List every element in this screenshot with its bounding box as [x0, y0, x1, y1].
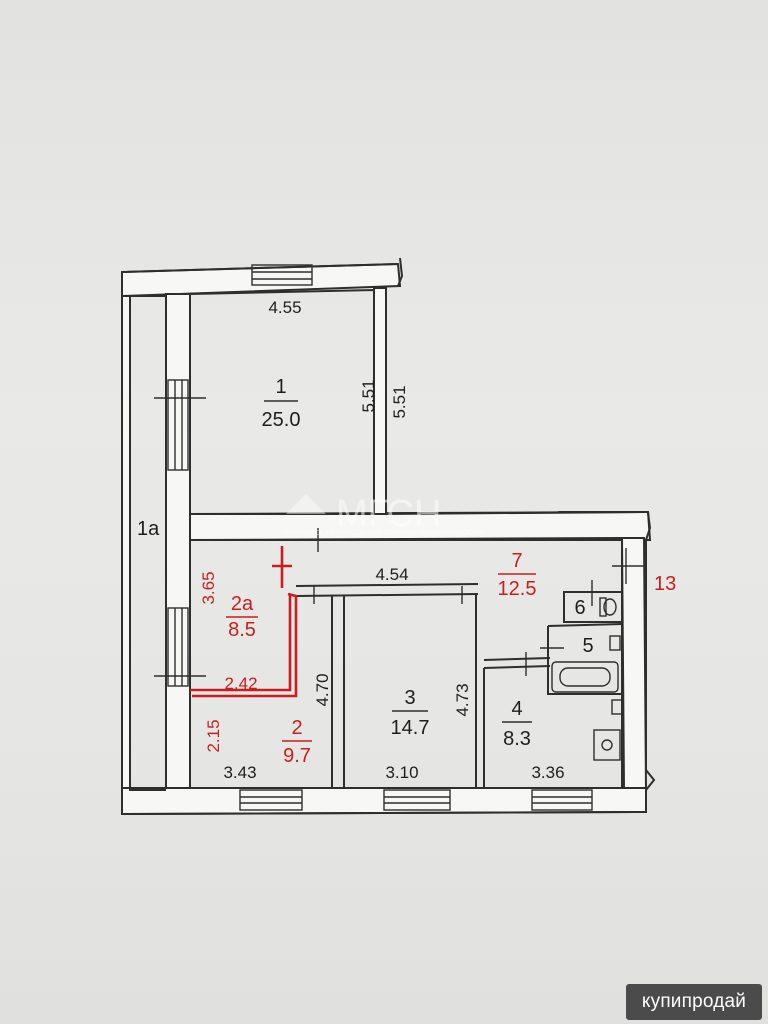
- room-3-number: 3: [404, 687, 415, 709]
- windows: [154, 264, 593, 811]
- dim-room2-depth-left: 2.15: [204, 719, 223, 752]
- room-7-number: 7: [511, 550, 522, 572]
- highlighted-partitions: [190, 546, 298, 698]
- door-marks: [313, 528, 644, 676]
- dim-room1-depth-outer: 5.51: [390, 385, 409, 418]
- room-2a-number: 2а: [231, 593, 254, 615]
- room-4-area: 8.3: [503, 728, 531, 750]
- room-1-area: 25.0: [262, 409, 301, 431]
- room-1-number: 1: [275, 376, 286, 398]
- room-7-area: 12.5: [498, 578, 537, 600]
- site-logo-badge[interactable]: купипродай: [626, 984, 762, 1020]
- dim-room3-depth: 4.73: [453, 683, 472, 716]
- watermark-logo: МГСН: [336, 493, 441, 535]
- dim-room2-bottom: 3.43: [223, 763, 256, 782]
- watermark-tagline: МОСКОВСКАЯ ГОРОДСКАЯ СЛУЖБА НЕДВИЖИМОСТИ: [282, 528, 483, 537]
- room-2-number: 2: [291, 717, 302, 739]
- room-6-number: 6: [574, 597, 585, 619]
- toilet-icon: [599, 597, 617, 617]
- watermark: МГСН МОСКОВСКАЯ ГОРОДСКАЯ СЛУЖБА НЕДВИЖИ…: [282, 493, 483, 537]
- dim-room1-width: 4.55: [268, 298, 301, 317]
- dim-room2-depth-right: 4.70: [313, 673, 332, 706]
- stove-icon: [593, 729, 621, 761]
- dimension-labels: 4.55 5.51 5.51 3.65 2.42 2.15 4.70 3.43 …: [199, 298, 565, 782]
- dim-room2a-width: 2.42: [224, 674, 257, 693]
- dim-room1-depth-inner: 5.51: [359, 379, 378, 412]
- room-2-area: 9.7: [283, 745, 311, 767]
- dim-room4-bottom: 3.36: [531, 763, 564, 782]
- room-2a-area: 8.5: [228, 619, 256, 641]
- room-1a-number: 1а: [137, 518, 160, 540]
- sink-icon: [609, 635, 623, 715]
- bathtub-icon: [551, 661, 619, 693]
- dim-corridor-length: 4.54: [375, 565, 408, 584]
- dim-room3-bottom: 3.10: [385, 763, 418, 782]
- room-3-area: 14.7: [391, 717, 430, 739]
- room-labels: 1а 1 25.0 2а 8.5 2 9.7 3 14.7 4 8.3 5 6 …: [137, 376, 676, 767]
- room-5-number: 5: [582, 635, 593, 657]
- room-13-number: 13: [654, 573, 676, 595]
- dim-room2a-depth: 3.65: [199, 571, 218, 604]
- room-4-number: 4: [511, 698, 522, 720]
